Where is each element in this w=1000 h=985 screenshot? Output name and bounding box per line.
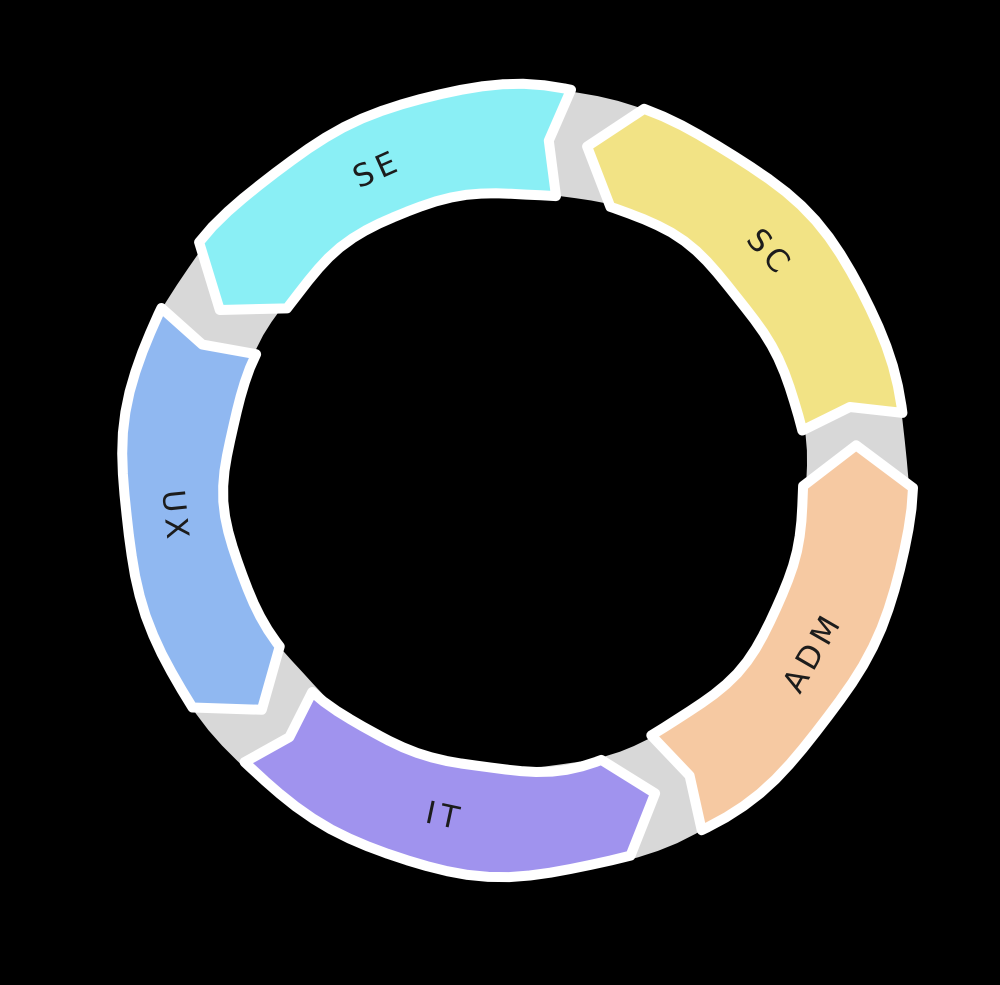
segment-arrow-se — [194, 78, 576, 315]
segment-label-it: IT — [422, 795, 467, 838]
segment-arrow-sc — [582, 103, 908, 436]
segment-arrow-it — [239, 687, 661, 883]
segment-arrow-adm — [646, 440, 918, 836]
segment-label-ux: UX — [154, 488, 195, 545]
segment-arrow-ux — [117, 303, 285, 715]
